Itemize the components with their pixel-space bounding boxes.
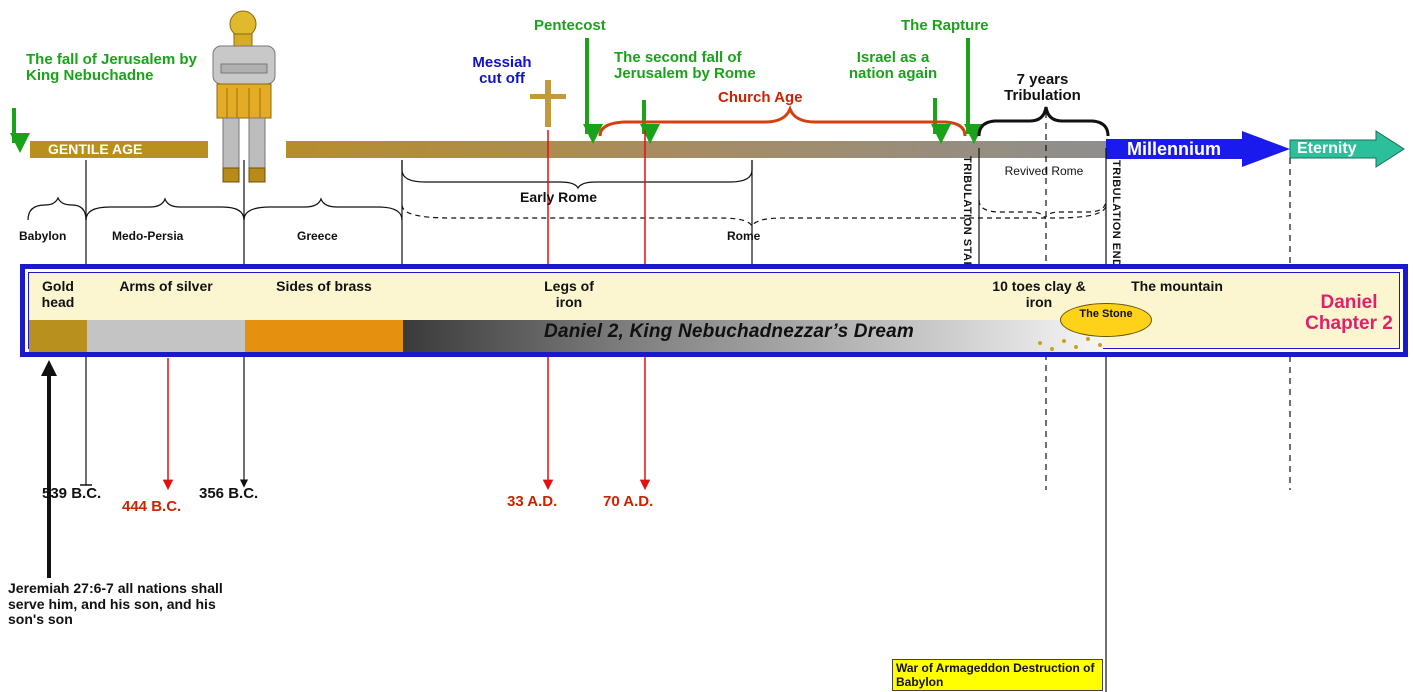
early-rome-brace <box>401 160 753 190</box>
fall-of-jerusalem-label: The fall of Jerusalem by King Nebuchadne <box>26 52 197 85</box>
eternity-arrow <box>1289 130 1405 168</box>
millennium-label: Millennium <box>1127 139 1221 159</box>
gentile-age-label: GENTILE AGE <box>48 141 143 157</box>
date-444bc: 444 B.C. <box>122 498 182 515</box>
medo-persia-label: Medo-Persia <box>112 229 184 243</box>
rapture-label: The Rapture <box>901 17 989 34</box>
eternity-label: Eternity <box>1297 140 1357 157</box>
brass-swatch <box>245 320 403 352</box>
statue-box: Gold head Arms of silver Sides of brass … <box>20 264 1408 357</box>
sides-brass-label: Sides of brass <box>276 278 372 294</box>
greece-brace <box>243 197 403 221</box>
rome-label: Rome <box>727 229 761 243</box>
jeremiah-note: Jeremiah 27:6-7 all nations shall serve … <box>8 580 223 628</box>
medo-persia-brace <box>85 197 245 221</box>
second-fall-label: The second fall of Jerusalem by Rome <box>614 49 756 83</box>
tribulation-start-label: TRIBULATION START <box>961 156 973 278</box>
babylon-brace <box>27 196 87 221</box>
armageddon-note: War of Armageddon Destruction of Babylon <box>892 659 1103 691</box>
date-539bc: 539 B.C. <box>42 485 102 502</box>
legs-iron-label: Legs of iron <box>544 278 594 310</box>
gold-swatch <box>29 320 87 352</box>
daniel-chapter-label: Daniel Chapter 2 <box>1305 292 1393 334</box>
revived-rome-brace <box>978 199 1107 220</box>
silver-swatch <box>87 320 245 352</box>
date-356bc: 356 B.C. <box>199 485 259 502</box>
israel-label: Israel as a nation again <box>848 49 938 83</box>
church-age-label: Church Age <box>718 89 803 106</box>
revived-rome-label: Revived Rome <box>1004 164 1084 178</box>
tribulation-label: 7 years Tribulation <box>1004 71 1081 105</box>
stone-dust <box>1038 337 1102 351</box>
greece-label: Greece <box>297 229 338 243</box>
millennium-arrow <box>1106 131 1290 167</box>
tribulation-end-label: TRIBULATION END <box>1110 160 1122 268</box>
church-age-brace <box>598 104 967 137</box>
gentile-age-bar <box>30 141 208 158</box>
early-rome-label: Early Rome <box>520 189 598 205</box>
rome-brace <box>401 204 1107 228</box>
date-70ad: 70 A.D. <box>603 493 654 510</box>
babylon-label: Babylon <box>19 229 67 243</box>
dream-caption: Daniel 2, King Nebuchadnezzar’s Dream <box>544 321 914 342</box>
date-33ad: 33 A.D. <box>507 493 558 510</box>
messiah-label: Messiah cut off <box>472 54 532 88</box>
iron-swatch <box>403 320 1103 352</box>
arms-silver-label: Arms of silver <box>119 278 213 294</box>
age-bar <box>286 141 1108 158</box>
mountain-label: The mountain <box>1131 278 1223 294</box>
stone-label: The Stone <box>1060 303 1152 337</box>
tribulation-brace <box>977 106 1110 137</box>
cross-icon <box>530 80 566 127</box>
gold-head-label: Gold head <box>41 278 75 310</box>
pentecost-label: Pentecost <box>534 17 606 34</box>
statue-icon <box>212 10 276 183</box>
toes-label: 10 toes clay & iron <box>992 278 1086 310</box>
